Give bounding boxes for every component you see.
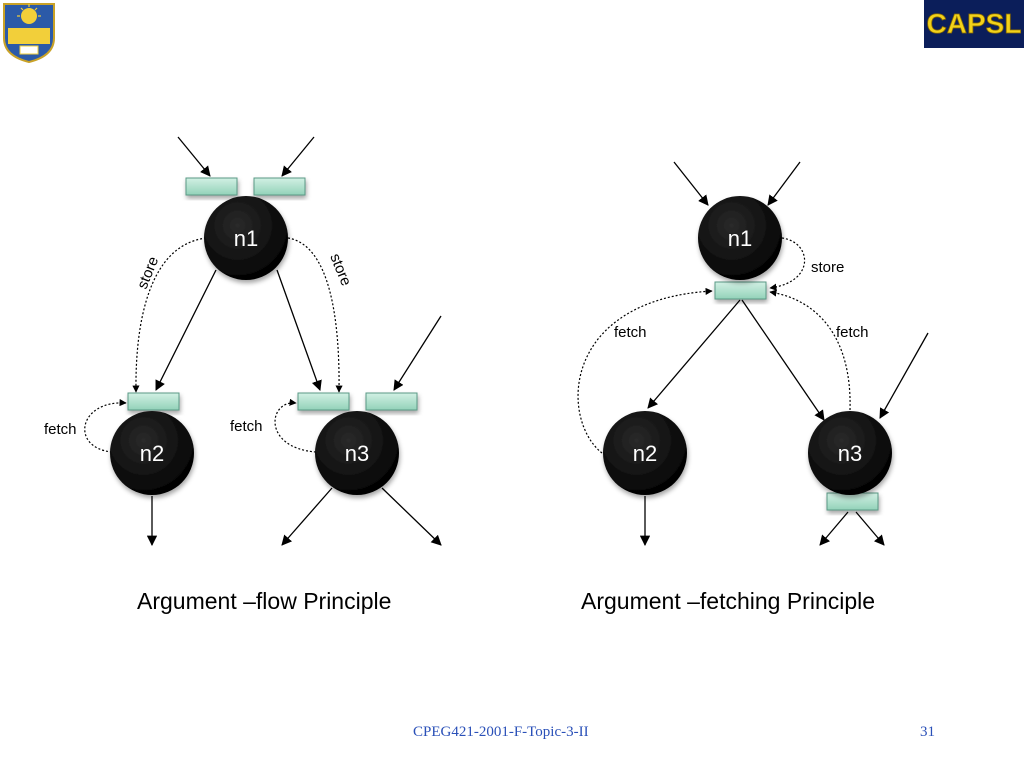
- fetching-node-n1: n1: [698, 196, 782, 280]
- fetching-caption: Argument –fetching Principle: [581, 588, 876, 614]
- flow-store-curve-left: [132, 237, 207, 393]
- capsl-logo-text: CAPSL: [927, 8, 1022, 39]
- flow-n3-output-arrow-1: [281, 487, 333, 546]
- fetching-n3-input-arrow: [879, 332, 929, 419]
- fetching-n3-output-arrow-2: [855, 511, 885, 546]
- capsl-logo-icon: CAPSL: [924, 0, 1024, 48]
- fetching-node-n3-label: n3: [838, 441, 862, 466]
- fetching-input-arrow-1: [673, 161, 709, 206]
- flow-node-n2-label: n2: [140, 441, 164, 466]
- flow-node-n3-label: n3: [345, 441, 369, 466]
- flow-n3-slot-2: [365, 392, 418, 411]
- fetching-store-loop: [769, 237, 806, 291]
- fetching-edge-n1-n3: [741, 299, 825, 421]
- fetching-n3-slot: [826, 492, 879, 511]
- fetching-fetch-label-right: fetch: [836, 324, 869, 341]
- fetching-store-label: store: [811, 259, 844, 276]
- flow-node-n3: n3: [315, 411, 399, 495]
- flow-fetch-label-n2: fetch: [44, 421, 77, 438]
- flow-fetch-loop-n3: [274, 398, 317, 453]
- flow-edge-n1-n3: [276, 269, 322, 391]
- flow-edge-n1-n2: [155, 269, 217, 391]
- fetching-fetch-curve-left: [577, 287, 713, 454]
- fetching-node-n2-label: n2: [633, 441, 657, 466]
- flow-fetch-label-n3: fetch: [230, 418, 263, 435]
- flow-n3-output-arrow-2: [381, 487, 442, 546]
- fetching-node-n1-label: n1: [728, 226, 752, 251]
- footer-page-number: 31: [920, 724, 935, 740]
- fetching-n3-output-arrow-1: [819, 511, 849, 546]
- fetching-edge-n1-n2: [647, 299, 741, 409]
- fetching-diagram: store fetch fetch n1: [577, 161, 929, 547]
- flow-n3-slot-1: [297, 392, 350, 411]
- fetching-fetch-curve-right: [769, 289, 851, 411]
- fetching-node-n2: n2: [603, 411, 687, 495]
- flow-store-label-right: store: [326, 251, 354, 288]
- flow-n1-slot-1: [185, 177, 238, 196]
- fetching-n1-slot: [714, 281, 767, 300]
- flow-n3-input-arrow: [393, 315, 442, 391]
- fetching-fetch-label-left: fetch: [614, 324, 647, 341]
- flow-diagram: store store fetch fetch n1: [44, 136, 442, 547]
- flow-n1-slot-2: [253, 177, 306, 196]
- flow-caption: Argument –flow Principle: [137, 588, 392, 614]
- footer-course: CPEG421-2001-F-Topic-3-II: [413, 724, 589, 740]
- flow-node-n1: n1: [204, 196, 288, 280]
- flow-fetch-loop-n2: [84, 399, 127, 453]
- flow-node-n1-label: n1: [234, 226, 258, 251]
- flow-node-n2: n2: [110, 411, 194, 495]
- fetching-node-n3: n3: [808, 411, 892, 495]
- flow-input-arrow-1: [177, 136, 211, 177]
- flow-n2-slot: [127, 392, 180, 411]
- university-of-delaware-seal-icon: [3, 3, 55, 64]
- fetching-input-arrow-2: [767, 161, 801, 206]
- flow-input-arrow-2: [281, 136, 315, 177]
